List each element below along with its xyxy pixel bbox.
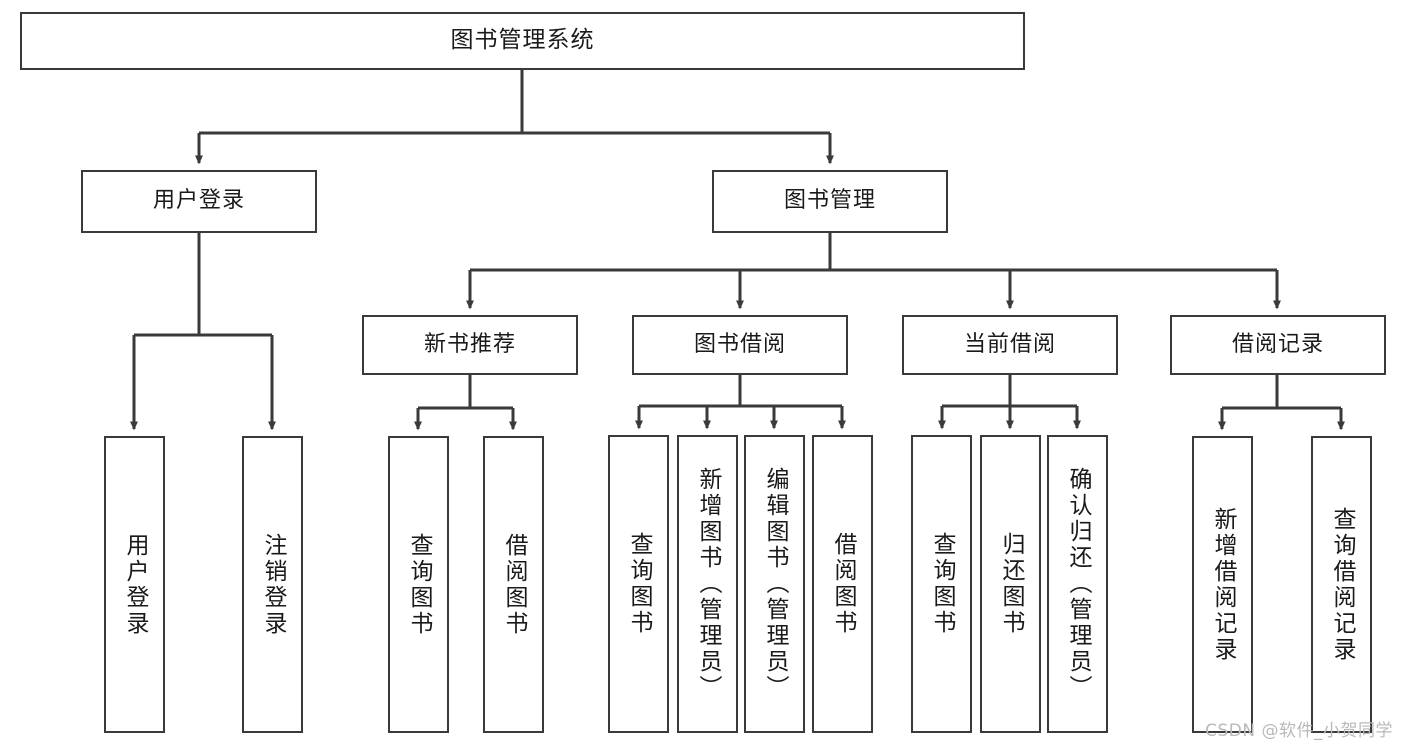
node-user-login[interactable]: 用户登录 (81, 170, 317, 233)
watermark: CSDN @软件_小贺同学 (1205, 721, 1393, 741)
node-root-label: 图书管理系统 (450, 27, 595, 54)
node-leaf-borrow-book-label: 借阅图书 (830, 532, 857, 636)
node-leaf-logout[interactable]: 注销登录 (242, 436, 303, 733)
node-leaf-borrow-book-rec-label: 借阅图书 (501, 532, 528, 637)
node-root[interactable]: 图书管理系统 (20, 12, 1025, 70)
node-leaf-return-book-label: 归还图书 (998, 532, 1025, 636)
node-leaf-user-login[interactable]: 用户登录 (104, 436, 165, 733)
node-leaf-add-record-label: 新增借阅记录 (1210, 506, 1237, 663)
node-leaf-query-book-current[interactable]: 查询图书 (911, 435, 972, 733)
node-user-login-label: 用户登录 (152, 188, 245, 214)
node-leaf-add-book[interactable]: 新增图书（管理员） (677, 435, 738, 733)
node-leaf-add-book-label: 新增图书（管理员） (695, 467, 722, 701)
node-leaf-query-book-rec-label: 查询图书 (406, 532, 433, 637)
node-leaf-edit-book[interactable]: 编辑图书（管理员） (744, 435, 805, 733)
node-borrow-record[interactable]: 借阅记录 (1170, 315, 1386, 375)
node-leaf-query-book-rec[interactable]: 查询图书 (388, 436, 449, 733)
node-leaf-confirm-return-label: 确认归还（管理员） (1065, 467, 1092, 701)
node-new-book-rec-label: 新书推荐 (423, 331, 516, 357)
node-new-book-rec[interactable]: 新书推荐 (362, 315, 578, 375)
node-book-borrow[interactable]: 图书借阅 (632, 315, 848, 375)
node-borrow-record-label: 借阅记录 (1231, 331, 1324, 357)
node-leaf-user-login-label: 用户登录 (122, 532, 149, 637)
node-leaf-logout-label: 注销登录 (260, 532, 287, 637)
node-leaf-query-book-current-label: 查询图书 (929, 532, 956, 636)
node-current-borrow-label: 当前借阅 (963, 331, 1056, 357)
node-leaf-add-record[interactable]: 新增借阅记录 (1192, 436, 1253, 733)
node-leaf-query-book-borrow[interactable]: 查询图书 (608, 435, 669, 733)
node-leaf-confirm-return[interactable]: 确认归还（管理员） (1047, 435, 1108, 733)
node-book-manage-label: 图书管理 (783, 188, 876, 214)
node-book-manage[interactable]: 图书管理 (712, 170, 948, 233)
node-leaf-borrow-book[interactable]: 借阅图书 (812, 435, 873, 733)
node-leaf-return-book[interactable]: 归还图书 (980, 435, 1041, 733)
node-leaf-query-book-borrow-label: 查询图书 (626, 532, 653, 636)
node-leaf-query-record-label: 查询借阅记录 (1329, 506, 1356, 663)
node-current-borrow[interactable]: 当前借阅 (902, 315, 1118, 375)
node-leaf-edit-book-label: 编辑图书（管理员） (762, 467, 789, 701)
node-book-borrow-label: 图书借阅 (693, 331, 786, 357)
node-leaf-query-record[interactable]: 查询借阅记录 (1311, 436, 1372, 733)
node-leaf-borrow-book-rec[interactable]: 借阅图书 (483, 436, 544, 733)
